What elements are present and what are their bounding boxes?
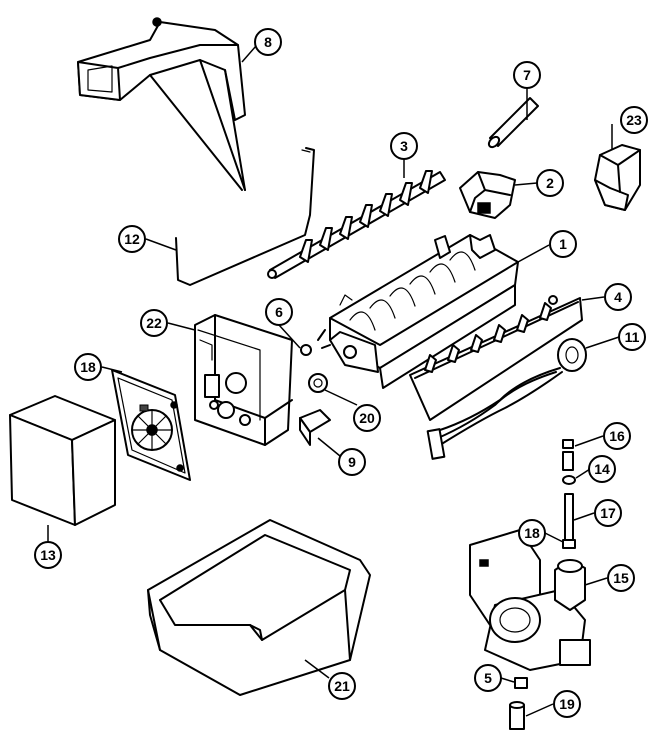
callout-9: 9 <box>338 448 366 476</box>
part-ice-bin <box>147 519 371 696</box>
callout-label: 17 <box>600 505 616 521</box>
callout-label: 15 <box>613 570 629 586</box>
callout-label: 22 <box>146 315 162 331</box>
callout-2: 2 <box>536 169 564 197</box>
callout-label: 20 <box>359 410 375 426</box>
part-water-valve <box>469 529 591 671</box>
callout-label: 11 <box>625 329 640 345</box>
callout-label: 13 <box>40 547 56 563</box>
callout-label: 7 <box>523 67 531 83</box>
callout-18-valve: 18 <box>518 519 546 547</box>
callout-15: 15 <box>607 564 635 592</box>
callout-12: 12 <box>118 225 146 253</box>
callout-21: 21 <box>328 672 356 700</box>
part-ejector <box>267 170 446 279</box>
part-fill-duct <box>77 17 246 191</box>
callout-4: 4 <box>604 283 632 311</box>
part-fill-cup <box>594 144 641 211</box>
callout-label: 3 <box>400 138 408 154</box>
callout-label: 19 <box>559 696 575 712</box>
part-motor-gear <box>308 373 328 393</box>
callout-label: 6 <box>275 304 283 320</box>
callout-3: 3 <box>390 132 418 160</box>
callout-label: 23 <box>626 112 642 128</box>
callout-label: 2 <box>546 175 554 191</box>
part-ferrule <box>562 475 576 485</box>
callout-14: 14 <box>588 455 616 483</box>
callout-label: 18 <box>80 359 96 375</box>
callout-20: 20 <box>353 404 381 432</box>
callout-13: 13 <box>34 541 62 569</box>
callout-11: 11 <box>618 323 646 351</box>
callout-17: 17 <box>594 499 622 527</box>
part-thermostat <box>426 338 587 460</box>
callout-label: 18 <box>524 525 540 541</box>
callout-6: 6 <box>265 298 293 326</box>
part-stripper <box>409 295 583 421</box>
part-water-tube <box>562 493 576 549</box>
part-shutoff-arm <box>175 147 315 286</box>
part-tube <box>487 97 539 149</box>
callout-8: 8 <box>254 28 282 56</box>
callout-label: 1 <box>559 236 567 252</box>
callout-22: 22 <box>140 309 168 337</box>
part-bearing <box>459 171 516 219</box>
callout-16: 16 <box>603 422 631 450</box>
part-switch <box>299 409 331 446</box>
part-mounting-plate <box>111 369 191 481</box>
part-small-nut <box>514 677 528 689</box>
callout-7: 7 <box>513 61 541 89</box>
callout-label: 12 <box>124 231 140 247</box>
callout-1: 1 <box>549 230 577 258</box>
callout-label: 9 <box>348 454 356 470</box>
part-cover <box>9 395 116 526</box>
part-mold <box>329 234 519 389</box>
callout-label: 16 <box>609 428 625 444</box>
part-nut <box>562 439 574 471</box>
callout-label: 8 <box>264 34 272 50</box>
callout-label: 5 <box>484 670 492 686</box>
callout-label: 14 <box>594 461 610 477</box>
callout-23: 23 <box>620 106 648 134</box>
part-housing <box>194 314 293 446</box>
callout-5: 5 <box>474 664 502 692</box>
leader-lines <box>47 45 620 717</box>
part-coupling-nut <box>509 701 525 730</box>
callout-19: 19 <box>553 690 581 718</box>
part-small-clip <box>300 329 331 356</box>
callout-label: 4 <box>614 289 622 305</box>
callout-label: 21 <box>334 678 350 694</box>
callout-18-plate: 18 <box>74 353 102 381</box>
